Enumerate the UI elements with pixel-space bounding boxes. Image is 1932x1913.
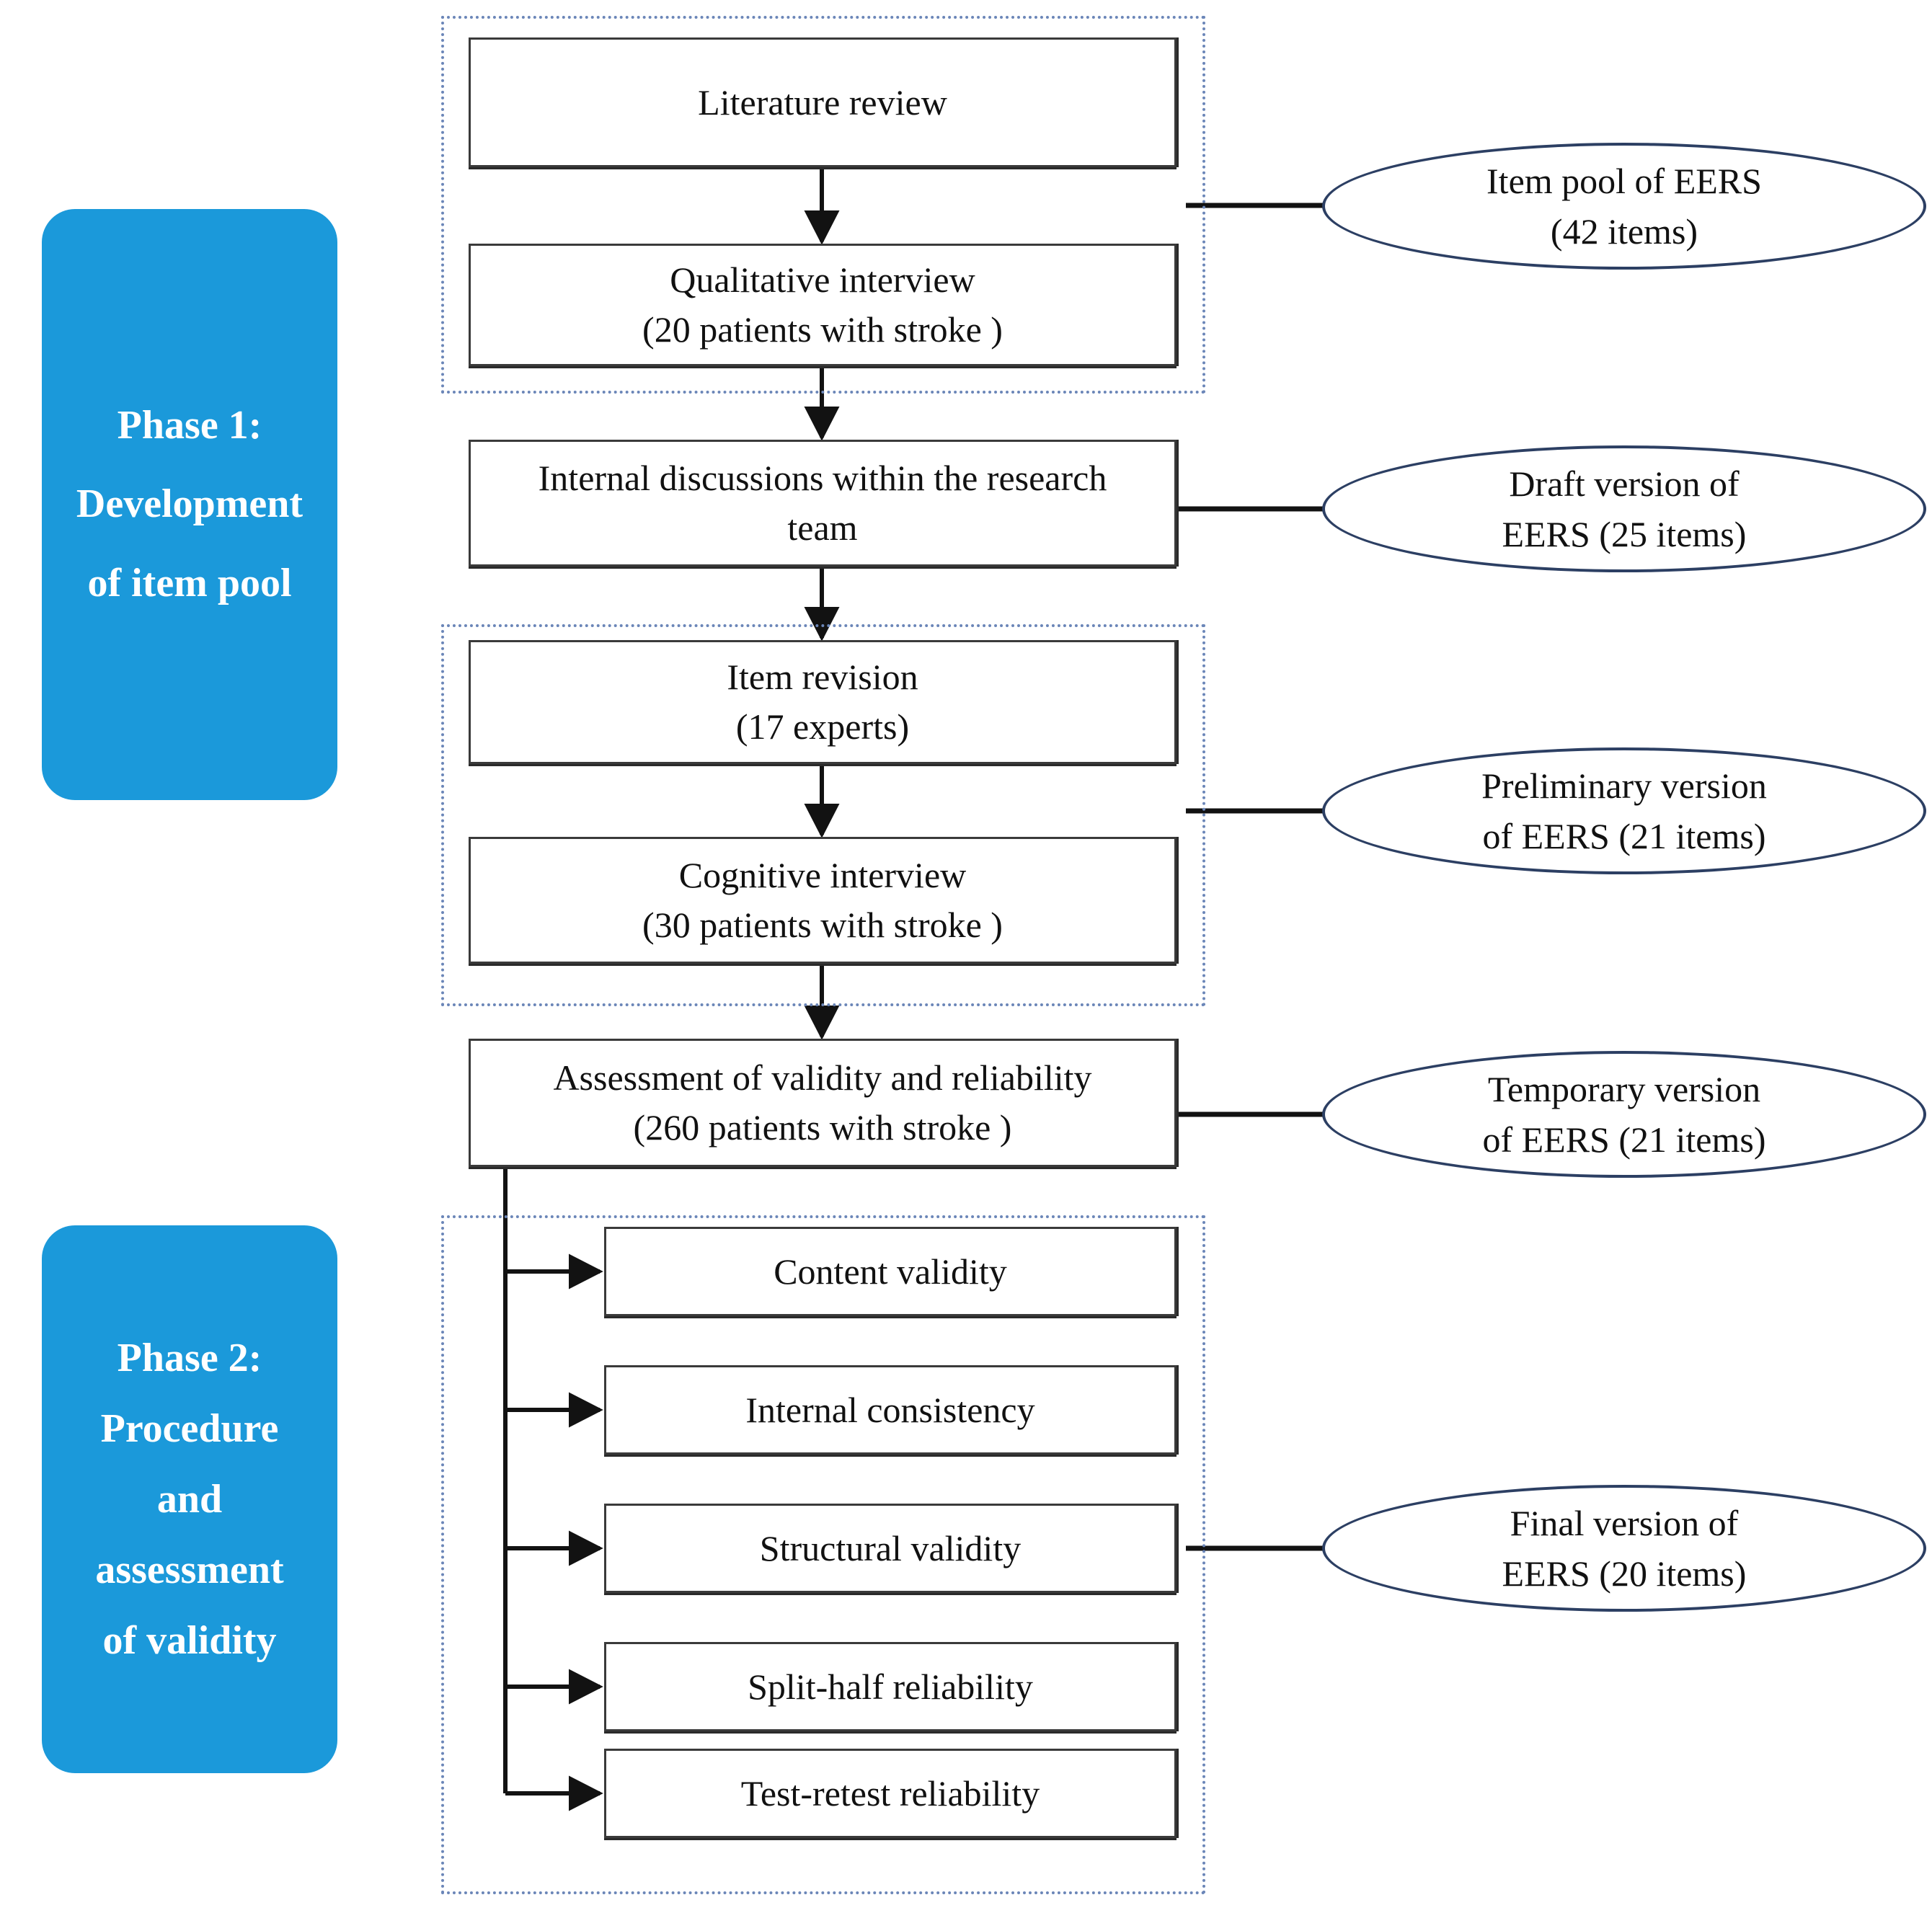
output-preliminary-version-line-2: of EERS (21 items) [1482, 816, 1766, 856]
output-final-version-line-2: EERS (20 items) [1502, 1553, 1747, 1594]
step-internal-discussions-text: Internal discussions within the research… [471, 453, 1174, 553]
output-preliminary-version-text: Preliminary version of EERS (21 items) [1391, 760, 1857, 861]
assessment-box-split-half-reliability[interactable]: Split-half reliability [604, 1642, 1177, 1731]
step-cognitive-interview-text: Cognitive interview (30 patients with st… [471, 851, 1174, 950]
step-box-cognitive-interview[interactable]: Cognitive interview (30 patients with st… [469, 837, 1177, 964]
assessment-box-content-validity[interactable]: Content validity [604, 1227, 1177, 1316]
dotted-region-phase1-bottom [441, 624, 1205, 1006]
output-ellipse-temporary-version[interactable]: Temporary version of EERS (21 items) [1322, 1051, 1926, 1178]
assessment-content-validity-label: Content validity [774, 1251, 1007, 1292]
output-ellipse-item-pool[interactable]: Item pool of EERS (42 items) [1322, 143, 1926, 270]
phase-1-line-3: of item pool [87, 560, 292, 605]
step-box-qualitative-interview[interactable]: Qualitative interview (20 patients with … [469, 244, 1177, 366]
phase-2-line-3: and [156, 1477, 223, 1522]
output-temporary-version-text: Temporary version of EERS (21 items) [1391, 1064, 1857, 1165]
assessment-box-test-retest-reliability[interactable]: Test-retest reliability [604, 1749, 1177, 1838]
phase-2-line-4: assessment [95, 1548, 284, 1592]
output-final-version-line-1: Final version of [1510, 1503, 1739, 1543]
step-assessment-text: Assessment of validity and reliability (… [471, 1053, 1174, 1153]
assessment-internal-consistency-label: Internal consistency [745, 1389, 1035, 1430]
step-assessment-line-2: (260 patients with stroke ) [633, 1107, 1012, 1148]
output-draft-version-text: Draft version of EERS (25 items) [1391, 458, 1857, 559]
output-ellipse-preliminary-version[interactable]: Preliminary version of EERS (21 items) [1322, 747, 1926, 874]
assessment-split-half-reliability-label: Split-half reliability [748, 1666, 1033, 1707]
step-literature-review-text: Literature review [471, 78, 1174, 128]
output-item-pool-text: Item pool of EERS (42 items) [1391, 156, 1857, 257]
phase-2-line-1: Phase 2: [117, 1336, 262, 1380]
dotted-region-phase2 [441, 1215, 1205, 1894]
phase-2-text: Phase 2: Procedure and assessment of val… [53, 1323, 326, 1676]
step-box-item-revision[interactable]: Item revision (17 experts) [469, 640, 1177, 764]
output-draft-version-line-2: EERS (25 items) [1502, 514, 1747, 554]
output-ellipse-final-version[interactable]: Final version of EERS (20 items) [1322, 1485, 1926, 1612]
step-cognitive-interview-line-2: (30 patients with stroke ) [642, 905, 1003, 945]
step-qualitative-interview-line-1: Qualitative interview [670, 259, 975, 300]
step-qualitative-interview-line-2: (20 patients with stroke ) [642, 309, 1003, 350]
output-draft-version-line-1: Draft version of [1509, 463, 1740, 504]
step-box-literature-review[interactable]: Literature review [469, 37, 1177, 167]
assessment-box-structural-validity[interactable]: Structural validity [604, 1504, 1177, 1593]
assessment-box-internal-consistency[interactable]: Internal consistency [604, 1365, 1177, 1455]
output-temporary-version-line-1: Temporary version [1487, 1069, 1761, 1109]
step-cognitive-interview-line-1: Cognitive interview [678, 855, 967, 895]
assessment-test-retest-reliability-label: Test-retest reliability [740, 1772, 1040, 1814]
step-item-revision-line-1: Item revision [727, 657, 918, 697]
assessment-structural-validity-label: Structural validity [759, 1527, 1022, 1568]
phase-panel-1: Phase 1: Development of item pool [42, 209, 337, 800]
step-item-revision-text: Item revision (17 experts) [471, 652, 1174, 752]
phase-1-line-1: Phase 1: [117, 403, 262, 448]
phase-1-line-2: Development [76, 481, 303, 527]
output-ellipse-draft-version[interactable]: Draft version of EERS (25 items) [1322, 445, 1926, 572]
phase-2-line-5: of validity [102, 1618, 277, 1663]
step-internal-discussions-line-1: Internal discussions within the research [538, 458, 1107, 498]
output-final-version-text: Final version of EERS (20 items) [1391, 1498, 1857, 1599]
step-assessment-line-1: Assessment of validity and reliability [553, 1057, 1092, 1098]
step-internal-discussions-line-2: team [787, 507, 858, 548]
step-item-revision-line-2: (17 experts) [735, 706, 910, 747]
output-temporary-version-line-2: of EERS (21 items) [1482, 1119, 1766, 1160]
phase-2-line-2: Procedure [100, 1406, 279, 1451]
step-box-assessment[interactable]: Assessment of validity and reliability (… [469, 1039, 1177, 1167]
output-item-pool-line-1: Item pool of EERS [1486, 161, 1762, 201]
step-literature-review-line-1: Literature review [698, 81, 947, 123]
phase-1-text: Phase 1: Development of item pool [53, 386, 326, 623]
step-qualitative-interview-text: Qualitative interview (20 patients with … [471, 255, 1174, 355]
dotted-region-phase1-top [441, 16, 1205, 394]
step-box-internal-discussions[interactable]: Internal discussions within the research… [469, 440, 1177, 567]
output-item-pool-line-2: (42 items) [1550, 211, 1698, 252]
phase-panel-2: Phase 2: Procedure and assessment of val… [42, 1225, 337, 1773]
output-preliminary-version-line-1: Preliminary version [1481, 765, 1767, 806]
